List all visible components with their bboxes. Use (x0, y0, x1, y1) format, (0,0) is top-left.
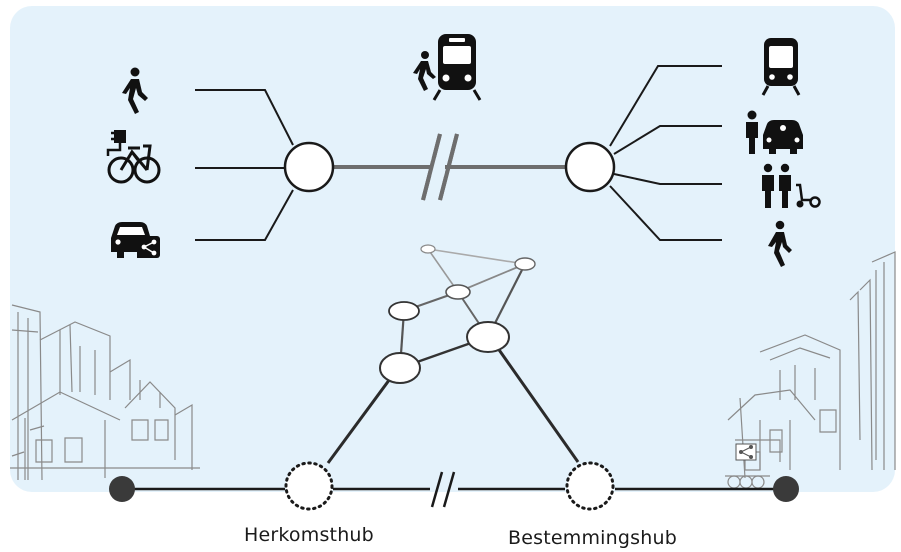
network-node (388, 301, 420, 321)
e-bike-icon (106, 130, 161, 184)
destination-hub-marker (565, 461, 615, 511)
network-nodes (379, 244, 536, 384)
trip-destination-point (773, 476, 799, 502)
walking-person-icon-right (768, 220, 792, 267)
right-city-sketch (725, 251, 896, 489)
main-link (333, 133, 565, 201)
walking-person-icon (122, 67, 148, 114)
network-node (514, 257, 536, 271)
origin-main-hub (283, 141, 335, 193)
destination-main-hub (564, 141, 616, 193)
network-node (466, 321, 510, 353)
network-node (445, 284, 471, 300)
origin-hub-marker (284, 461, 334, 511)
network-node (379, 352, 421, 384)
origin-hub-label: Herkomsthub (244, 524, 374, 546)
left-city-sketch (10, 304, 200, 481)
trip-line (122, 471, 786, 508)
taxi-with-person-icon (746, 110, 803, 154)
network-node (420, 244, 436, 254)
shared-scooter-icon (762, 163, 821, 208)
share-sign-icon (735, 443, 757, 461)
tram-icon (761, 38, 801, 96)
left-access-lines (195, 89, 294, 241)
destination-hub-label: Bestemmingshub (508, 527, 678, 549)
trip-origin-point (109, 476, 135, 502)
right-egress-lines (609, 65, 722, 241)
sky-background (10, 6, 895, 492)
shared-car-icon (111, 222, 160, 258)
walk-to-train-icon (413, 34, 482, 101)
